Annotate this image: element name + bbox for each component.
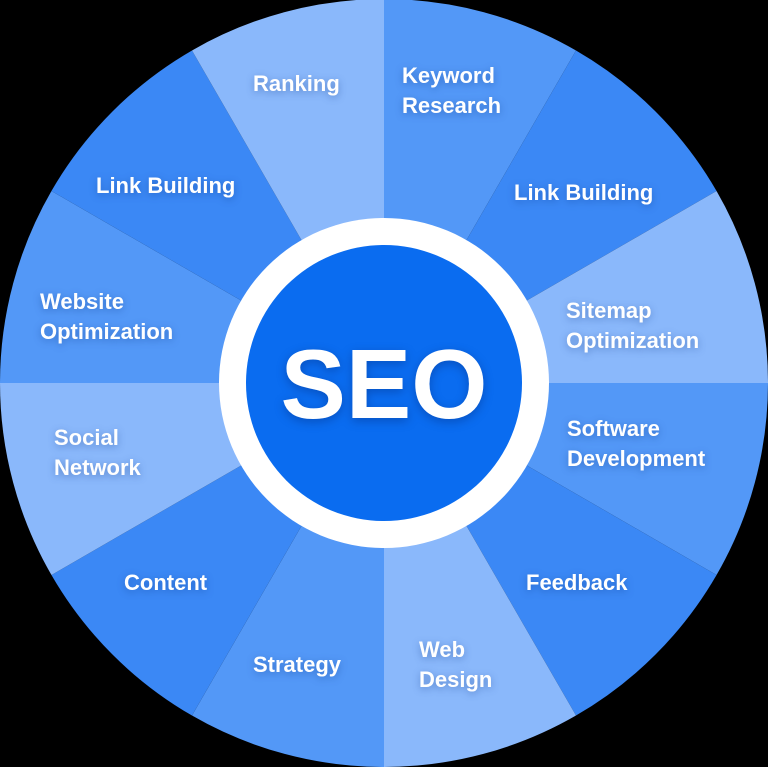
segment-label-line: Social bbox=[54, 425, 119, 450]
segment-label-line: Strategy bbox=[253, 652, 342, 677]
segment-label-line: Network bbox=[54, 455, 142, 480]
segment-label-line: Design bbox=[419, 667, 492, 692]
segment-label-link-building-left: Link Building bbox=[96, 173, 235, 198]
segment-label-feedback: Feedback bbox=[526, 570, 628, 595]
center-label: SEO bbox=[281, 329, 488, 439]
segment-label-line: Ranking bbox=[253, 71, 340, 96]
center-circle bbox=[246, 245, 522, 521]
segment-label-line: Feedback bbox=[526, 570, 628, 595]
segment-label-content: Content bbox=[124, 570, 208, 595]
segment-label-line: Link Building bbox=[96, 173, 235, 198]
segment-label-link-building-right: Link Building bbox=[514, 180, 653, 205]
segment-label-line: Web bbox=[419, 637, 465, 662]
segment-label-line: Research bbox=[402, 93, 501, 118]
segment-label-ranking: Ranking bbox=[253, 71, 340, 96]
segment-label-line: Optimization bbox=[40, 319, 173, 344]
segment-label-line: Optimization bbox=[566, 328, 699, 353]
segment-label-line: Keyword bbox=[402, 63, 495, 88]
segment-label-line: Sitemap bbox=[566, 298, 652, 323]
segment-label-line: Link Building bbox=[514, 180, 653, 205]
segment-label-line: Software bbox=[567, 416, 660, 441]
segment-label-line: Development bbox=[567, 446, 706, 471]
segment-label-line: Content bbox=[124, 570, 208, 595]
segment-label-line: Website bbox=[40, 289, 124, 314]
segment-label-strategy: Strategy bbox=[253, 652, 342, 677]
